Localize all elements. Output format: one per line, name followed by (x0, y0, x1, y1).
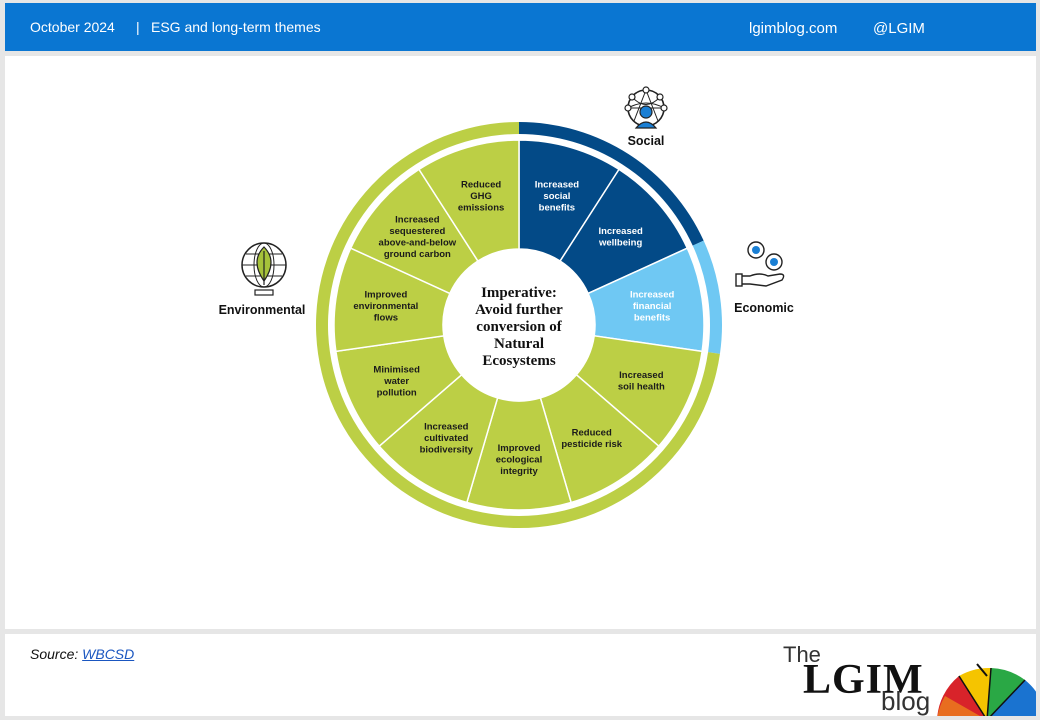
segment-label-wellbeing-line-1: Increased (598, 226, 643, 237)
segment-label-social-benefits-line-3: benefits (539, 202, 575, 213)
segment-label-sequestered-carbon-line-4: ground carbon (384, 249, 451, 260)
lgim-blog-logo[interactable]: The LGIM blog (781, 640, 1036, 716)
header-separator: | (136, 19, 140, 35)
segment-label-ecological-integrity-line-2: ecological (496, 455, 542, 466)
source-note: Source: WBCSD (30, 646, 134, 662)
segment-label-ecological-integrity-line-1: Improved (498, 443, 541, 454)
segment-label-sequestered-carbon-line-1: Increased (395, 215, 440, 226)
segment-label-ghg-emissions-line-3: emissions (458, 202, 504, 213)
segment-label-ecological-integrity-line-3: integrity (500, 466, 538, 477)
category-band-social (519, 122, 704, 246)
network-person-icon (624, 86, 668, 129)
segment-label-financial-benefits-line-3: benefits (634, 312, 670, 323)
segment-ghg-emissions (417, 139, 520, 263)
footer: Source: WBCSD The LGIM blog (5, 634, 1036, 716)
twitter-handle-link[interactable]: @LGIM (873, 20, 925, 37)
center-imperative-text: Imperative: Avoid further conversion of … (475, 285, 563, 369)
leaf-globe-icon (241, 242, 287, 296)
segment-label-water-pollution-line-1: Minimised (373, 364, 420, 375)
logo-the: The (783, 642, 821, 667)
segment-label-environmental-flows-line-3: flows (374, 312, 398, 323)
logo-blog: blog (881, 686, 931, 716)
category-label-social: Social (628, 134, 665, 148)
segment-label-wellbeing-line-2: wellbeing (598, 238, 642, 249)
segment-label-financial-benefits-line-2: financial (633, 301, 672, 312)
theme-link[interactable]: ESG and long-term themes (151, 19, 321, 35)
segment-label-environmental-flows-line-1: Improved (364, 289, 407, 300)
segment-label-social-benefits-line-2: social (543, 191, 570, 202)
segment-label-sequestered-carbon-line-2: sequestered (389, 226, 445, 237)
source-link-wbcsd[interactable]: WBCSD (82, 646, 135, 662)
segment-label-environmental-flows-line-2: environmental (353, 301, 418, 312)
segment-label-financial-benefits-line-1: Increased (630, 289, 675, 300)
post-date: October 2024 (30, 19, 115, 35)
site-link[interactable]: lgimblog.com (749, 20, 838, 37)
segment-label-cultivated-biodiversity-line-3: biodiversity (420, 445, 474, 456)
segment-label-pesticide-risk-line-2: pesticide risk (561, 439, 622, 450)
segment-label-ghg-emissions-line-1: Reduced (461, 179, 501, 190)
segment-label-cultivated-biodiversity-line-1: Increased (424, 422, 469, 433)
segment-label-ghg-emissions-line-2: GHG (470, 191, 492, 202)
category-label-environmental: Environmental (219, 303, 306, 317)
segment-label-soil-health-line-1: Increased (619, 370, 664, 381)
center-circle (447, 253, 591, 397)
segment-label-soil-health-line-2: soil health (618, 382, 665, 393)
center-line-4: Natural (494, 336, 544, 352)
segment-label-pesticide-risk-line-1: Reduced (572, 427, 612, 438)
center-line-2: Avoid further (475, 302, 563, 318)
segment-label-water-pollution-line-3: pollution (377, 387, 417, 398)
center-line-1: Imperative: (481, 285, 557, 301)
hand-coins-icon (735, 241, 785, 287)
umbrella-icon (937, 663, 1036, 716)
center-line-5: Ecosystems (482, 353, 555, 369)
segment-label-sequestered-carbon-line-3: above-and-below (379, 238, 457, 249)
ecosystem-wheel-diagram: IncreasedsocialbenefitsIncreasedwellbein… (219, 86, 794, 528)
category-label-economic: Economic (734, 301, 794, 315)
logo-lgim: LGIM (803, 657, 924, 703)
source-label: Source: (30, 646, 79, 662)
center-line-3: conversion of (476, 319, 562, 335)
top-banner: October 2024 | ESG and long-term themes … (5, 3, 1036, 51)
segment-label-water-pollution-line-2: water (383, 376, 409, 387)
segment-label-social-benefits-line-1: Increased (535, 179, 580, 190)
category-band-economic (692, 240, 722, 354)
segment-label-cultivated-biodiversity-line-2: cultivated (424, 433, 469, 444)
